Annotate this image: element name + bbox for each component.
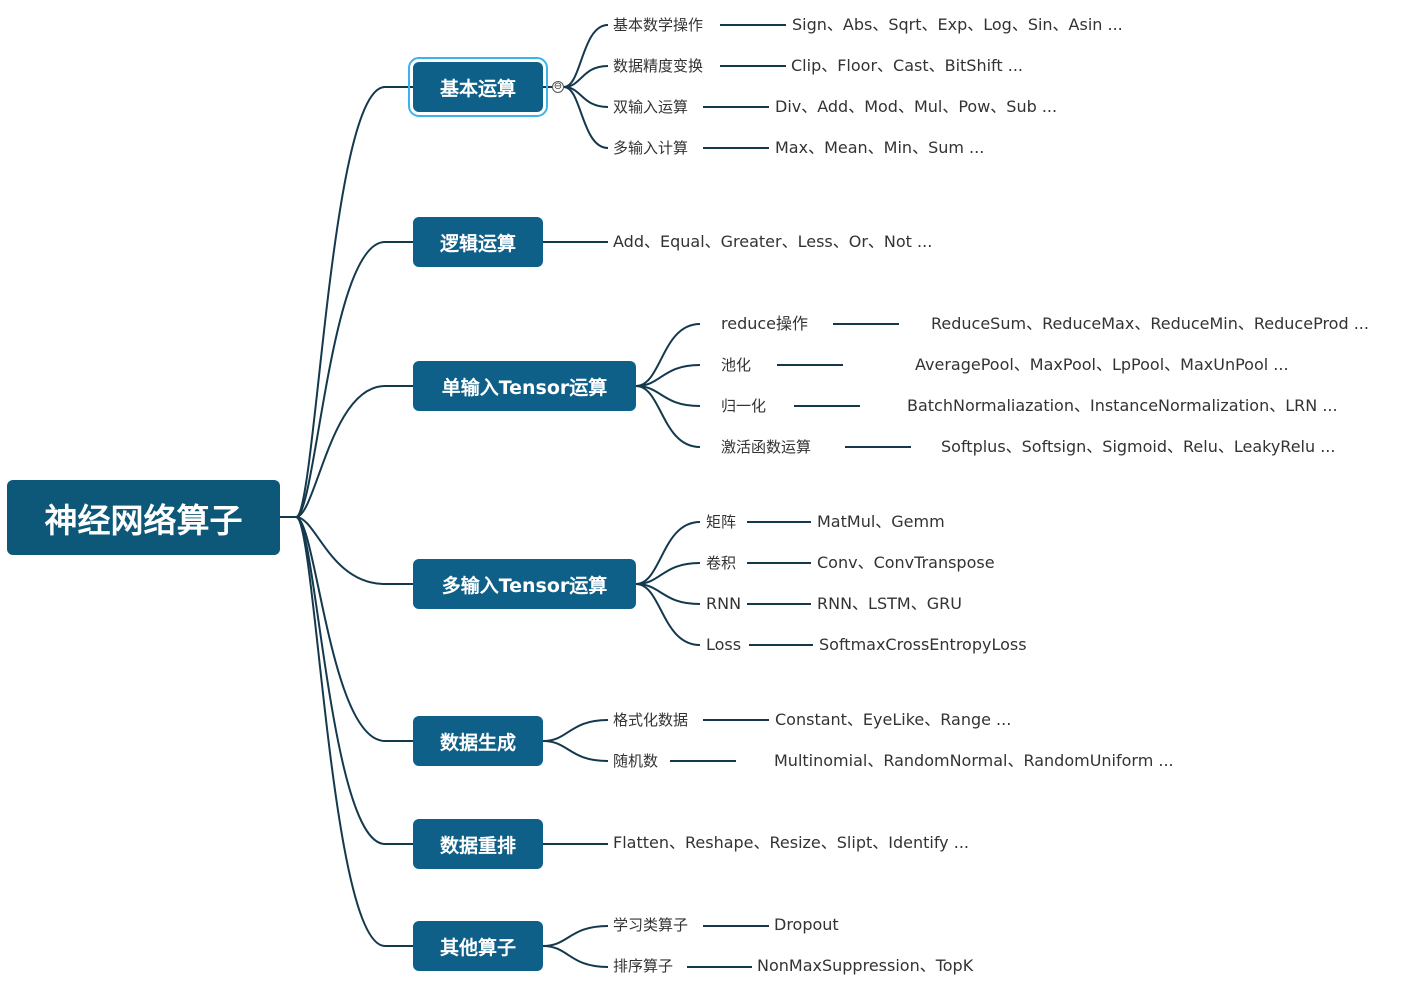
sub-label[interactable]: 归一化 bbox=[721, 397, 767, 415]
leaf-value[interactable]: Add、Equal、Greater、Less、Or、Not ... bbox=[613, 232, 933, 251]
sub-label[interactable]: Loss bbox=[706, 635, 742, 654]
connector-line bbox=[563, 65, 609, 88]
leaf-value[interactable]: Conv、ConvTranspose bbox=[817, 553, 995, 572]
branch-node-data-rearrange[interactable]: 数据重排 bbox=[413, 819, 543, 869]
sub-label[interactable]: 基本数学操作 bbox=[613, 16, 704, 34]
connector-line bbox=[635, 385, 701, 407]
connector-line bbox=[295, 241, 413, 518]
sub-label[interactable]: 学习类算子 bbox=[613, 916, 689, 934]
root-node[interactable]: 神经网络算子 bbox=[7, 480, 280, 555]
sub-label[interactable]: 双输入运算 bbox=[613, 98, 689, 116]
connector-line bbox=[635, 385, 701, 448]
connector-line bbox=[635, 364, 701, 387]
sub-label[interactable]: 池化 bbox=[721, 356, 752, 374]
connector-line bbox=[542, 719, 609, 742]
connector-line bbox=[295, 516, 413, 947]
sub-label[interactable]: 多输入计算 bbox=[613, 139, 689, 157]
leaf-value[interactable]: SoftmaxCrossEntropyLoss bbox=[819, 635, 1027, 654]
leaf-value[interactable]: Sign、Abs、Sqrt、Exp、Log、Sin、Asin ... bbox=[792, 15, 1123, 34]
sub-label[interactable]: 数据精度变换 bbox=[613, 57, 704, 75]
connector-line bbox=[295, 516, 413, 742]
branch-node-single-input-tensor-ops[interactable]: 单输入Tensor运算 bbox=[413, 361, 636, 411]
sub-label[interactable]: 排序算子 bbox=[613, 957, 674, 975]
connector-line bbox=[542, 945, 609, 968]
sub-label[interactable]: 激活函数运算 bbox=[721, 438, 812, 456]
sub-label[interactable]: 格式化数据 bbox=[613, 711, 689, 729]
leaf-value[interactable]: Div、Add、Mod、Mul、Pow、Sub ... bbox=[775, 97, 1058, 116]
sub-label[interactable]: reduce操作 bbox=[721, 314, 809, 333]
leaf-value[interactable]: Softplus、Softsign、Sigmoid、Relu、LeakyRelu… bbox=[941, 437, 1336, 456]
leaf-value[interactable]: MatMul、Gemm bbox=[817, 512, 945, 531]
connector-line bbox=[635, 521, 701, 585]
connector-line bbox=[295, 385, 413, 518]
branch-node-logic-ops[interactable]: 逻辑运算 bbox=[413, 217, 543, 267]
leaf-value[interactable]: Constant、EyeLike、Range ... bbox=[775, 710, 1012, 729]
connector-line bbox=[542, 740, 609, 762]
leaf-value[interactable]: AveragePool、MaxPool、LpPool、MaxUnPool ... bbox=[915, 355, 1289, 374]
leaf-value[interactable]: RNN、LSTM、GRU bbox=[817, 594, 962, 613]
connector-line bbox=[563, 86, 609, 149]
connector-line bbox=[295, 86, 413, 518]
leaf-value[interactable]: Dropout bbox=[774, 915, 839, 934]
branch-node-basic-ops[interactable]: 基本运算 bbox=[408, 57, 548, 117]
sub-label[interactable]: 随机数 bbox=[613, 752, 659, 770]
leaf-value[interactable]: BatchNormaliazation、InstanceNormalizatio… bbox=[907, 396, 1338, 415]
connector-line bbox=[635, 583, 701, 605]
leaf-value[interactable]: Max、Mean、Min、Sum ... bbox=[775, 138, 985, 157]
leaf-value[interactable]: ReduceSum、ReduceMax、ReduceMin、ReduceProd… bbox=[931, 314, 1369, 333]
connector-line bbox=[563, 24, 609, 88]
connector-line bbox=[635, 562, 701, 585]
branch-node-multi-input-tensor-ops[interactable]: 多输入Tensor运算 bbox=[413, 559, 636, 609]
leaf-value[interactable]: Clip、Floor、Cast、BitShift ... bbox=[791, 56, 1024, 75]
connector-line bbox=[542, 925, 609, 947]
leaf-value[interactable]: Multinomial、RandomNormal、RandomUniform .… bbox=[774, 751, 1174, 770]
branch-node-other-ops[interactable]: 其他算子 bbox=[413, 921, 543, 971]
connector-line bbox=[635, 583, 701, 646]
sub-label[interactable]: 卷积 bbox=[706, 554, 737, 572]
branch-node-data-generation[interactable]: 数据生成 bbox=[413, 716, 543, 766]
sub-label[interactable]: RNN bbox=[706, 594, 742, 613]
connector-line bbox=[295, 516, 413, 845]
sub-label[interactable]: 矩阵 bbox=[706, 513, 737, 531]
leaf-value[interactable]: Flatten、Reshape、Resize、Slipt、Identify ..… bbox=[613, 833, 969, 852]
leaf-value[interactable]: NonMaxSuppression、TopK bbox=[757, 956, 974, 975]
connector-line bbox=[295, 516, 413, 585]
connector-line bbox=[635, 323, 701, 387]
collapse-icon[interactable]: ⊖ bbox=[552, 81, 564, 93]
